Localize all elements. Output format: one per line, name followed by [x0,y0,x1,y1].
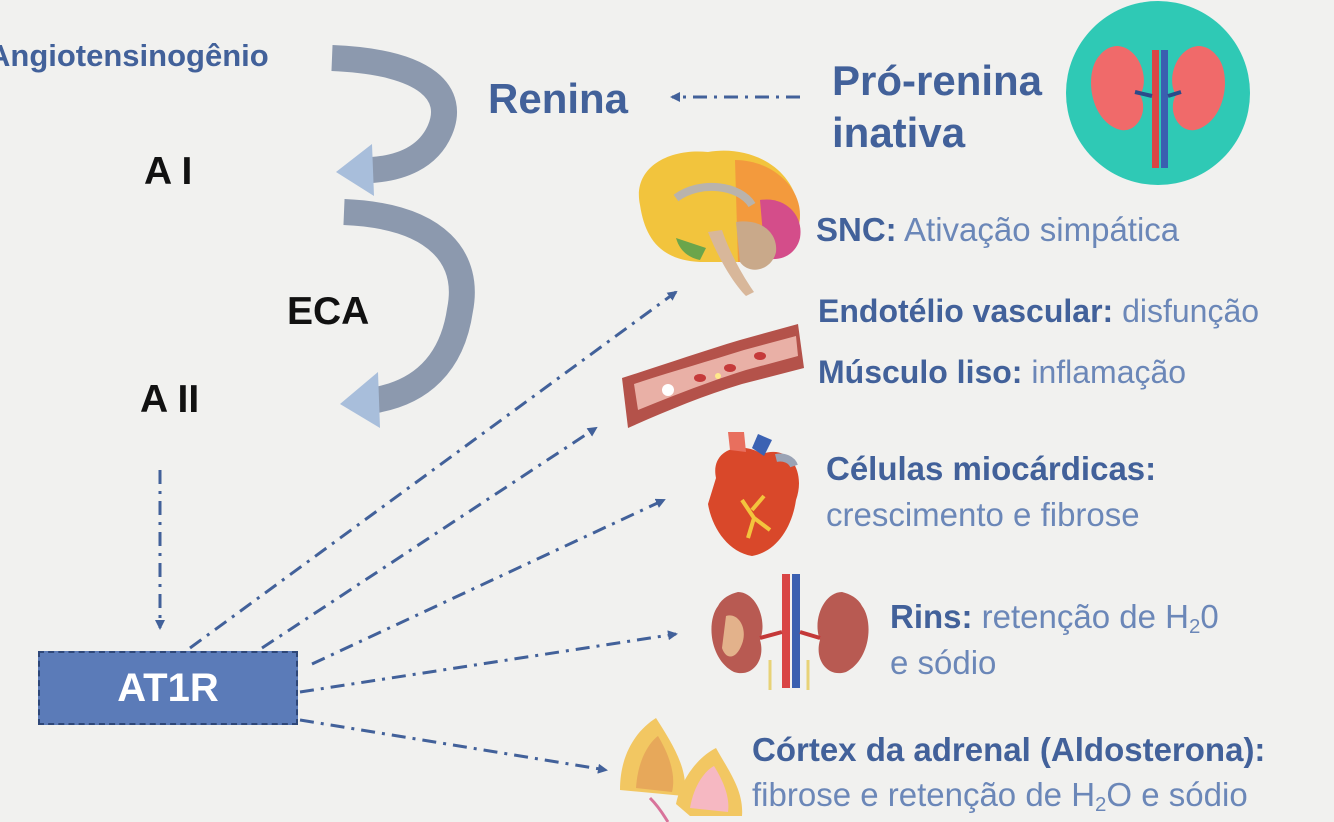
a2-label: A II [140,378,200,421]
effect-musculo-term: Músculo liso: [818,354,1023,390]
effect-rins-line2: e sódio [890,644,997,681]
pro-renina-label: Pró-renina [832,57,1043,104]
effect-rins-sub: 2 [1188,615,1201,639]
effect-snc: SNC: Ativação simpática [816,213,1179,246]
effect-rins-desc-pre: retenção de H [981,598,1189,635]
effect-endotelio-term: Endotélio vascular: [818,293,1114,329]
arrow-to-heart [311,498,666,666]
at1r-box: AT1R [38,651,298,725]
kidney-icon [1066,1,1250,185]
effect-adrenal-desc: fibrose e retenção de H2O e sódio [752,778,1248,816]
angiotensinogen-label: Angiotensinogênio [0,38,269,73]
arrow-to-vessel [261,426,598,650]
adrenal-gland-icon [620,718,743,822]
brain-icon [638,150,801,296]
arrow-to-brain [189,290,678,650]
effect-adrenal-term: Córtex da adrenal (Aldosterona): [752,731,1266,768]
a1-label: A I [144,150,193,193]
renina-label: Renina [488,75,629,122]
curved-arrow-2 [340,199,475,428]
at1r-label: AT1R [117,665,219,710]
effect-rins-desc-post: 0 [1200,598,1219,635]
effect-snc-desc: Ativação simpática [904,211,1180,248]
effect-rins-desc: retenção de H20 [981,598,1219,639]
effect-celulas-desc: crescimento e fibrose [826,496,1140,533]
kidneys-icon [711,574,869,690]
arrow-to-kidneys [299,630,678,694]
effect-celulas-term: Células miocárdicas: [826,450,1157,487]
eca-label: ECA [287,290,370,333]
effect-rins: Rins: retenção de H20 [890,600,1219,638]
effect-endotelio-desc: disfunção [1122,293,1260,329]
inativa-label: inativa [832,109,966,156]
effect-snc-term: SNC: [816,211,897,248]
curved-arrow-1 [331,45,457,196]
effect-musculo-desc: inflamação [1031,354,1187,390]
effect-arrows [189,290,678,774]
effect-musculo: Músculo liso: inflamação [818,356,1186,388]
effect-rins-term: Rins: [890,598,973,635]
effect-endotelio: Endotélio vascular: disfunção [818,295,1259,327]
effect-adrenal-sub: 2 [1095,793,1107,817]
arrow-to-adrenal [299,718,608,774]
effect-adrenal-desc-post: O e sódio [1106,776,1248,813]
effect-adrenal-desc-pre: fibrose e retenção de H [752,776,1096,813]
blood-vessel-icon [622,324,804,428]
heart-icon [708,432,799,556]
